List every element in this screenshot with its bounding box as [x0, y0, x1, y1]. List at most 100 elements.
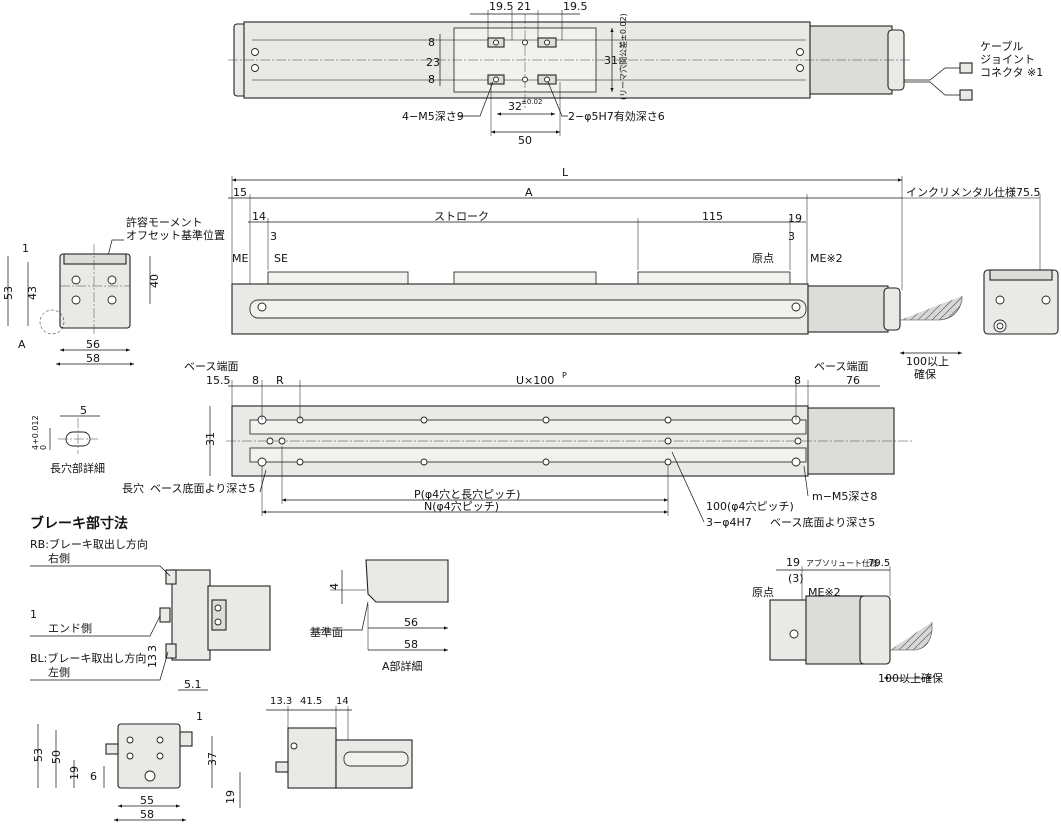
dim-label: 13.3 [270, 696, 292, 707]
callout: 2−φ5H7有効深さ6 [568, 109, 665, 123]
dim-label: アブソリュート仕様 [806, 558, 878, 568]
dim-label: R [276, 374, 284, 387]
callout: BL:ブレーキ取出し方向 [30, 651, 146, 665]
dim-label: ME※2 [810, 252, 843, 265]
dim-label: 58 [140, 808, 154, 821]
dim-label: 56 [404, 616, 418, 629]
dim-label: (リーマ穴間公差±0.02) [618, 13, 628, 100]
dim-label: 58 [404, 638, 418, 651]
dim-label: 19 [68, 766, 81, 780]
dim-label: 3 [788, 230, 795, 243]
dim-label: 13 [146, 654, 159, 668]
dim-label: 8 [794, 374, 801, 387]
dim-label: インクリメンタル仕様75.5 [906, 185, 1041, 199]
dim-label: 8 [252, 374, 259, 387]
a-detail: 4 基準面 56 58 A部詳細 [310, 559, 449, 673]
dim-label: P(φ4穴と長穴ピッチ) [414, 487, 520, 501]
callout: 許容モーメント [126, 215, 203, 229]
dim-label: ベース端面 [814, 360, 868, 373]
end-view-right [983, 269, 1059, 335]
dim-label: L [562, 166, 569, 179]
top-view: 19.5 21 19.5 8 23 8 31 (リーマ穴間公差±0.02) 32… [228, 0, 1043, 147]
dim-label: 43 [26, 286, 39, 300]
dim-label: 基準面 [310, 625, 343, 639]
dim-label: 4+0.012 [31, 415, 40, 450]
callout: ジョイント [980, 53, 1035, 66]
dim-label: 19 [224, 790, 237, 804]
dim-label: 4 [328, 583, 341, 590]
dim-label: 5 [80, 404, 87, 417]
dim-label: 14 [336, 696, 349, 707]
dim-label: 50 [518, 134, 532, 147]
side-view: L 15 A インクリメンタル仕様75.5 14 ストローク 115 19 3 … [97, 166, 1041, 381]
dim-label: 1 [196, 710, 203, 723]
dim-label: ME※2 [808, 586, 841, 599]
dim-label: 15.5 [206, 374, 231, 387]
dim-label: 32 [508, 100, 522, 113]
dim-label: 8 [428, 36, 435, 49]
dim-label: ベース底面より深さ5 [150, 481, 255, 495]
dim-label: 5.1 [184, 678, 202, 691]
dim-label: ベース端面 [184, 360, 238, 373]
dim-label: 53 [32, 748, 45, 762]
brake-side-view: 13.3 41.5 14 19 [224, 696, 413, 808]
dim-label: 3 [270, 230, 277, 243]
callout: 1 [30, 608, 37, 621]
end-view-left: 1 53 43 40 A 56 58 [2, 242, 161, 366]
dim-label: 長穴 [122, 481, 144, 495]
dim-label: 8 [428, 73, 435, 86]
dim-label: 14 [252, 210, 266, 223]
dim-label: (3) [788, 572, 804, 585]
dim-label: 確保 [914, 367, 936, 381]
callout: コネクタ ※1 [980, 66, 1043, 79]
dim-label: ME [232, 252, 248, 265]
callout: 右側 [48, 551, 70, 565]
brake-section: ブレーキ部寸法 RB:ブレーキ取出し方向 右側 1 エンド側 BL:ブレーキ取出… [30, 515, 271, 691]
dim-label: 1 [22, 242, 29, 255]
slot-detail: 5 4+0.012 0 長穴部詳細 [31, 404, 105, 475]
dim-label: 0 [39, 445, 48, 450]
dim-label: 37 [206, 752, 219, 766]
callout: 4−M5深さ9 [402, 110, 464, 123]
dim-label: 115 [702, 210, 723, 223]
dim-label: 55 [140, 794, 154, 807]
dim-label: 15 [233, 186, 247, 199]
bottom-view: ベース端面 ベース端面 15.5 8 R U×100 P 8 76 31 長穴 … [122, 360, 912, 529]
dim-label: 100以上 [906, 355, 949, 368]
dim-label: 41.5 [300, 696, 322, 707]
dim-label: 19.5 [563, 0, 588, 13]
callout: 3−φ4H7 [706, 516, 752, 529]
dim-label: A [18, 338, 26, 351]
dim-label: 19.5 [489, 0, 514, 13]
callout: オフセット基準位置 [126, 228, 225, 242]
dim-label: 50 [50, 750, 63, 764]
dim-label: 58 [86, 352, 100, 365]
callout: ケーブル [980, 39, 1023, 53]
dim-label: 19 [786, 556, 800, 569]
detail-title: A部詳細 [382, 659, 423, 673]
dim-label: ストローク [434, 210, 489, 223]
dim-label: 100以上確保 [878, 671, 943, 685]
dim-label: 79.5 [868, 558, 890, 569]
dim-label: 31 [204, 432, 217, 446]
callout: ベース底面より深さ5 [770, 515, 875, 529]
dim-label: 100(φ4穴ピッチ) [706, 499, 794, 513]
dim-label: 53 [2, 286, 15, 300]
dim-label: 3 [146, 645, 159, 652]
dim-label: 原点 [752, 586, 774, 599]
callout: 左側 [48, 666, 70, 679]
dim-label: 31 [604, 54, 618, 67]
dim-label: U×100 [516, 374, 554, 387]
dim-label: P [562, 371, 567, 380]
detail-title: 長穴部詳細 [50, 461, 105, 475]
dim-label: 19 [788, 212, 802, 225]
dim-label: A [525, 186, 533, 199]
dim-label: ±0.02 [521, 98, 542, 106]
brake-end-view: 53 50 19 6 1 37 55 58 [32, 710, 219, 822]
dim-label: 6 [90, 770, 97, 783]
dim-label: 21 [517, 0, 531, 13]
dim-label: 40 [148, 274, 161, 288]
dim-label: 原点 [752, 252, 774, 265]
dim-label: N(φ4穴ピッチ) [424, 499, 499, 513]
